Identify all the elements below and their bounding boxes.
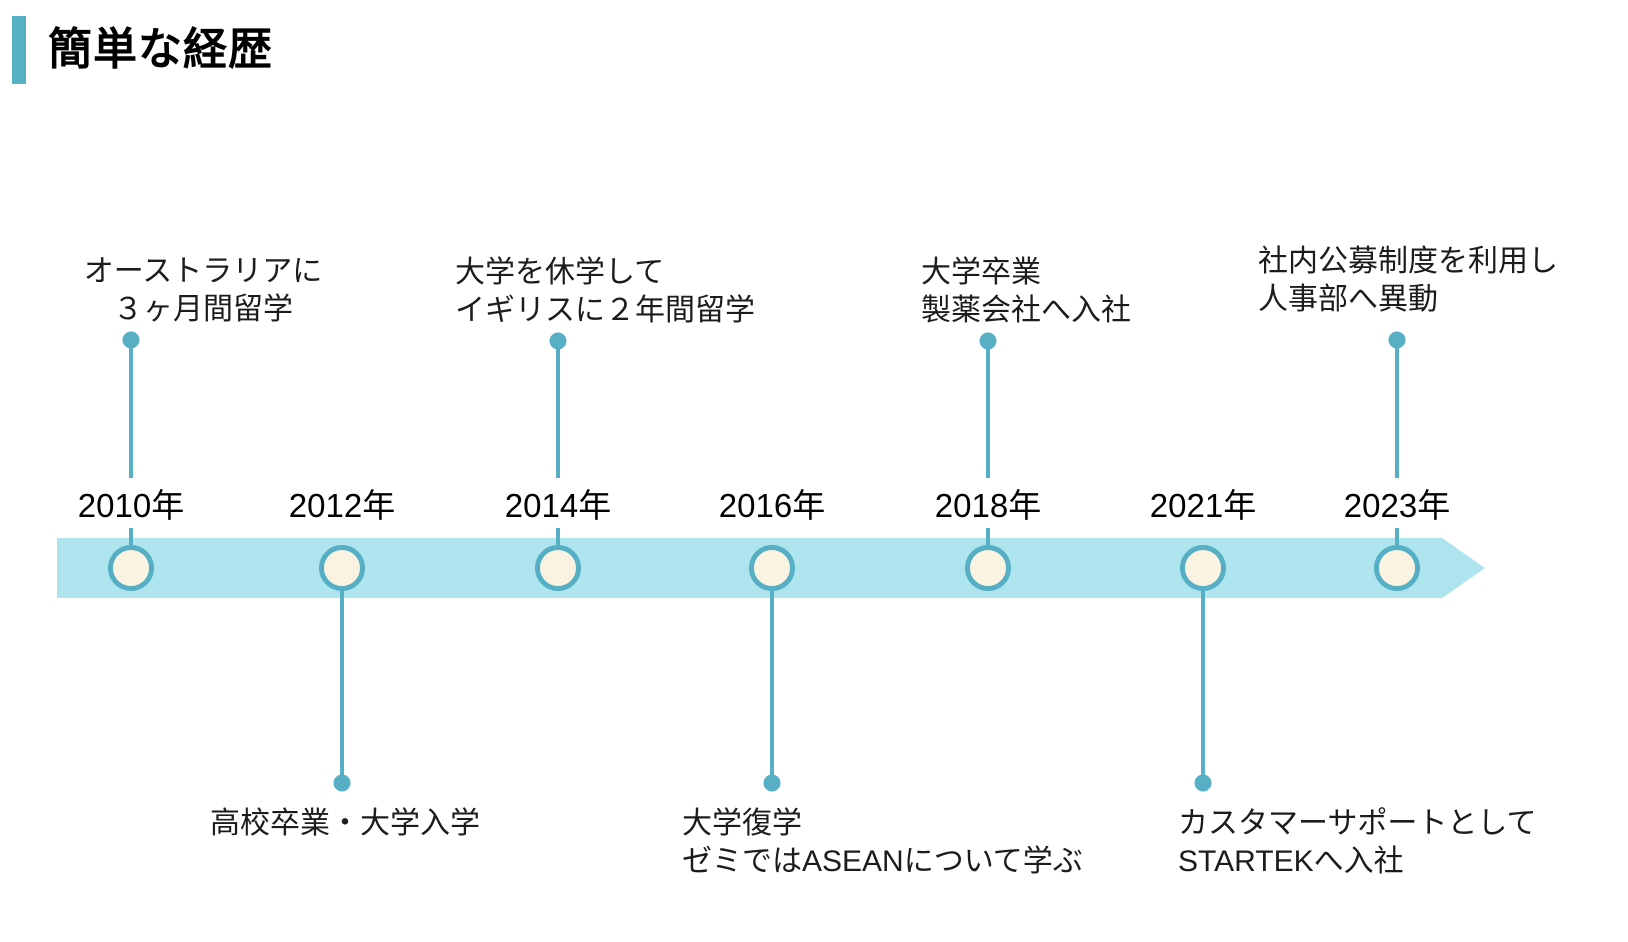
year-label-2014: 2014年 bbox=[504, 487, 612, 524]
timeline-node-2023[interactable] bbox=[1374, 545, 1420, 591]
event-label-2021: カスタマーサポートとして STARTEKへ入社 bbox=[1178, 807, 1537, 879]
event-label-2014: 大学を休学して イギリスに２年間留学 bbox=[455, 256, 755, 328]
event-label-2012: 高校卒業・大学入学 bbox=[210, 807, 480, 840]
timeline-node-2021[interactable] bbox=[1180, 545, 1226, 591]
connector-line-lower-2023 bbox=[1395, 528, 1399, 550]
title-accent-bar bbox=[12, 16, 26, 84]
timeline-node-2018[interactable] bbox=[965, 545, 1011, 591]
connector-line-2012 bbox=[340, 588, 344, 783]
connector-line-2023 bbox=[1395, 340, 1399, 478]
year-label-2016: 2016年 bbox=[718, 487, 826, 524]
connector-line-lower-2010 bbox=[129, 528, 133, 550]
connector-dot-2012 bbox=[333, 774, 351, 792]
year-label-2012: 2012年 bbox=[288, 487, 396, 524]
connector-line-2018 bbox=[986, 341, 990, 478]
connector-dot-2014 bbox=[549, 332, 567, 350]
year-label-2018: 2018年 bbox=[934, 487, 1042, 524]
event-label-2023: 社内公募制度を利用し 人事部へ異動 bbox=[1258, 245, 1558, 317]
connector-dot-2018 bbox=[979, 332, 997, 350]
connector-dot-2016 bbox=[763, 774, 781, 792]
connector-line-2016 bbox=[770, 588, 774, 783]
timeline-node-2016[interactable] bbox=[749, 545, 795, 591]
connector-line-2021 bbox=[1201, 588, 1205, 783]
timeline-node-2010[interactable] bbox=[108, 545, 154, 591]
event-label-2010: オーストラリアに ３ヶ月間留学 bbox=[83, 255, 323, 327]
connector-dot-2023 bbox=[1388, 331, 1406, 349]
connector-line-2010 bbox=[129, 340, 133, 478]
year-label-2021: 2021年 bbox=[1149, 487, 1257, 524]
page-title-block: 簡単な経歴 bbox=[12, 16, 273, 84]
connector-line-lower-2014 bbox=[556, 528, 560, 550]
timeline-node-2014[interactable] bbox=[535, 545, 581, 591]
year-label-2023: 2023年 bbox=[1343, 487, 1451, 524]
connector-line-lower-2018 bbox=[986, 528, 990, 550]
connector-dot-2021 bbox=[1194, 774, 1212, 792]
page-title: 簡単な経歴 bbox=[48, 25, 273, 74]
connector-dot-2010 bbox=[122, 331, 140, 349]
timeline-node-2012[interactable] bbox=[319, 545, 365, 591]
event-label-2018: 大学卒業 製薬会社へ入社 bbox=[921, 256, 1131, 328]
year-label-2010: 2010年 bbox=[77, 487, 185, 524]
connector-line-2014 bbox=[556, 341, 560, 478]
event-label-2016: 大学復学 ゼミではASEANについて学ぶ bbox=[682, 807, 1083, 879]
